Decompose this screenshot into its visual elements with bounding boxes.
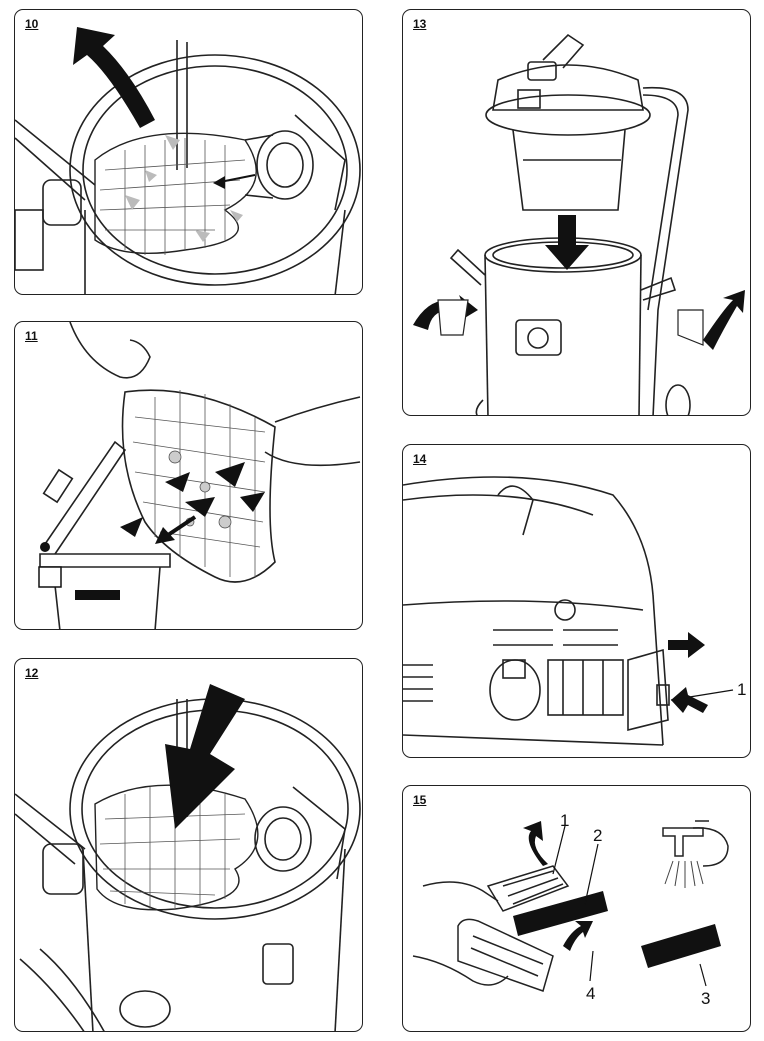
step-number: 15 [413,793,427,807]
step-15-illustration: 1 2 3 4 [412,811,729,1008]
step-number: 10 [25,17,39,31]
step-10-panel: 10 [14,9,363,295]
step-14-panel: 14 1 [402,444,751,758]
step-11-panel: 11 [14,321,363,630]
step-10-illustration [15,27,361,294]
callout-1: 1 [737,680,746,699]
step-12-panel: 12 [14,658,363,1032]
callout-1: 1 [560,811,569,830]
step-15-panel: 15 [402,785,751,1032]
step-11-illustration [38,322,361,629]
callout-2: 2 [593,826,602,845]
callout-3: 3 [701,989,710,1008]
callout-4: 4 [586,984,595,1003]
step-number: 13 [413,17,427,31]
step-13-panel: 13 [402,9,751,416]
bin-hinge-icon [40,542,50,552]
step-12-illustration [15,684,361,1031]
disposal-bin-icon [38,566,62,588]
step-13-illustration [413,33,745,415]
step-number: 12 [25,666,39,680]
step-number: 14 [413,452,427,466]
step-14-illustration: 1 [403,476,746,746]
step-number: 11 [25,329,38,343]
